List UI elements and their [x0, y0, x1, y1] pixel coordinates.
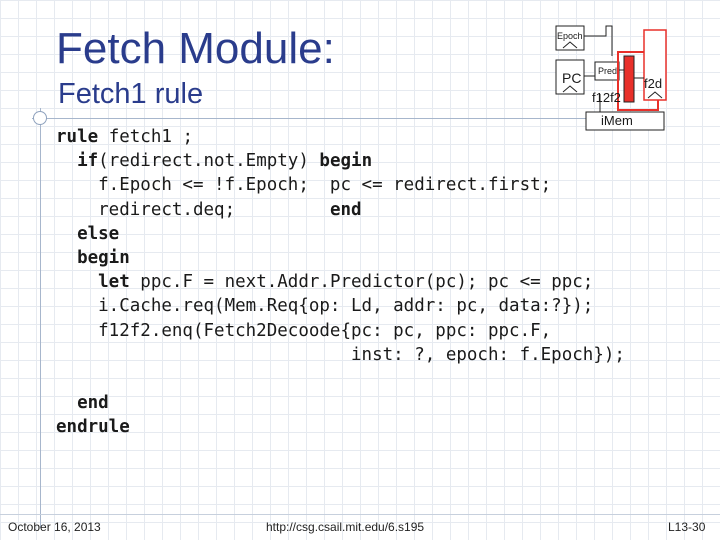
- epoch-label: Epoch: [557, 31, 583, 41]
- pc-register: [555, 59, 585, 95]
- code-line: if(redirect.not.Empty) begin: [56, 151, 373, 172]
- f12f2-label: f12f2: [592, 90, 621, 105]
- imem-box: [585, 111, 665, 131]
- code-line: else: [56, 223, 120, 244]
- fetch-pipeline-diagram: Epoch PC Pred f2d f12f2 iMem: [0, 0, 720, 140]
- code-line: [56, 367, 625, 391]
- epoch-clock-mark: [562, 41, 578, 49]
- code-line: end: [56, 393, 109, 414]
- margin-line: [40, 108, 41, 528]
- code-line: rule fetch1 ;: [56, 127, 193, 147]
- footer-page-number: L13-30: [668, 520, 706, 534]
- epoch-register: [555, 25, 585, 51]
- code-line: begin: [56, 247, 130, 268]
- f2d-fifo: [643, 29, 667, 101]
- slide-subtitle: Fetch1 rule: [58, 78, 204, 110]
- footer-url[interactable]: http://csg.csail.mit.edu/6.s195: [266, 520, 425, 534]
- f2d-label: f2d: [644, 76, 663, 91]
- footer-divider: [0, 514, 720, 515]
- imem-label: iMem: [601, 113, 633, 128]
- pred-label: Pred: [598, 66, 618, 76]
- pc-label: PC: [562, 70, 582, 86]
- f12f2-fifo: [623, 55, 635, 103]
- code-line: i.Cache.req(Mem.Req{op: Ld, addr: pc, da…: [56, 296, 594, 317]
- code-line: redirect.deq; end: [56, 199, 362, 220]
- pc-clock-mark: [562, 85, 578, 93]
- code-line: f12f2.enq(Fetch2Decoode{pc: pc, ppc: ppc…: [56, 320, 552, 341]
- footer-date: October 16, 2013: [8, 520, 101, 534]
- epoch-wire: [584, 25, 613, 56]
- code-line: f.Epoch <= !f.Epoch; pc <= redirect.firs…: [56, 175, 552, 196]
- f2d-clock-mark: [647, 91, 663, 99]
- slide-title: Fetch Module:: [56, 24, 335, 73]
- decorative-circle: [33, 111, 47, 125]
- code-block: rule fetch1 ; if(redirect.not.Empty) beg…: [56, 125, 625, 439]
- code-line: let ppc.F = next.Addr.Predictor(pc); pc …: [56, 272, 594, 293]
- diagram-svg: [555, 25, 667, 131]
- code-line: endrule: [56, 417, 130, 438]
- code-line: inst: ?, epoch: f.Epoch});: [56, 344, 625, 365]
- title-underline: [32, 118, 592, 119]
